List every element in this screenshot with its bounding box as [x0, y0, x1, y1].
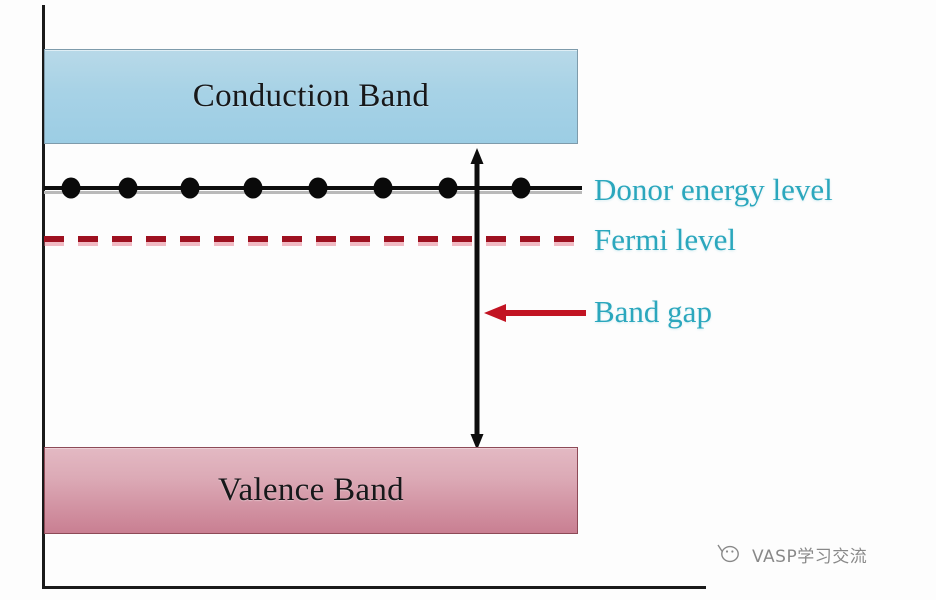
donor-electron-dot	[438, 177, 458, 199]
donor-level-label: Donor energy level	[594, 172, 833, 207]
valence-band-label: Valence Band	[218, 472, 404, 508]
watermark: VASP学习交流	[716, 541, 867, 567]
watermark-text: VASP学习交流	[752, 546, 868, 567]
band-gap-double-arrow	[470, 148, 484, 450]
donor-electron-dot	[180, 177, 200, 199]
y-axis	[42, 5, 45, 589]
valence-band-block: Valence Band	[44, 447, 578, 534]
donor-electron-dot	[373, 177, 393, 199]
conduction-band-label: Conduction Band	[192, 78, 430, 114]
fermi-level-line	[44, 236, 582, 242]
x-axis	[42, 586, 706, 589]
donor-electron-dot	[61, 177, 81, 199]
donor-electron-dot	[308, 177, 328, 199]
band-gap-pointer-arrow	[484, 304, 586, 322]
fermi-level-label: Fermi level	[594, 222, 737, 257]
band-gap-label: Band gap	[594, 294, 712, 329]
conduction-band-block: Conduction Band	[44, 49, 578, 144]
donor-electron-dot	[118, 177, 138, 199]
donor-electron-dot	[511, 177, 531, 199]
fermi-level-line-glow	[44, 241, 582, 246]
donor-electron-dot	[243, 177, 263, 199]
wechat-icon	[717, 544, 739, 563]
